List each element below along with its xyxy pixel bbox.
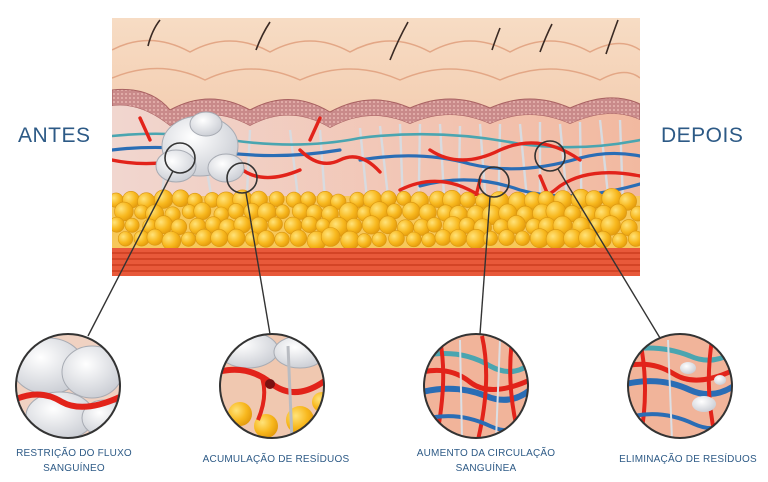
fat-cell	[378, 215, 398, 235]
fat-cell	[628, 230, 640, 247]
fat-cell	[274, 231, 290, 248]
fat-cell	[514, 230, 531, 246]
caption-line: ACUMULAÇÃO DE RESÍDUOS	[202, 454, 350, 465]
marker-3	[534, 140, 566, 172]
cross-section	[112, 18, 640, 276]
fat-cell	[600, 215, 621, 236]
caption-line: AUMENTO DA CIRCULAÇÃO	[416, 448, 556, 459]
fat-cell	[506, 215, 526, 234]
fat-cell	[371, 232, 387, 248]
after-label: DEPOIS	[661, 124, 744, 147]
muscle-layer	[112, 248, 640, 276]
zoom-circle-waste-elimination	[627, 333, 733, 439]
zoom-circle-restricted-flow	[15, 333, 121, 439]
caption-waste-elimination: ELIMINAÇÃO DE RESÍDUOS	[608, 452, 768, 467]
fat-cell	[124, 217, 140, 233]
caption-line: RESTRIÇÃO DO FLUXO	[16, 448, 132, 459]
fat-cell	[275, 204, 290, 219]
hairs	[147, 19, 619, 61]
caption-line: ELIMINAÇÃO DE RESÍDUOS	[619, 454, 757, 465]
fat-cell	[459, 191, 476, 208]
fat-cell	[356, 233, 372, 249]
fat-cell	[301, 215, 319, 233]
before-label: ANTES	[18, 124, 91, 147]
caption-restricted-flow: RESTRIÇÃO DO FLUXO SANGUÍNEO	[8, 446, 140, 476]
connector-3	[557, 168, 661, 339]
fat-cell	[406, 231, 422, 248]
zoom-circle-waste-accumulation	[219, 333, 325, 439]
fat-cell	[545, 229, 566, 250]
connector-lines	[87, 168, 661, 339]
connector-2	[479, 196, 491, 335]
fat-cell	[482, 230, 498, 246]
fat-cell	[117, 231, 134, 247]
fat-cell	[146, 228, 164, 246]
caption-line: SANGUÍNEO	[43, 463, 105, 474]
magnify-markers	[164, 140, 566, 198]
fat-cell	[257, 230, 275, 248]
fat-cell	[340, 230, 360, 250]
connector-0	[87, 170, 174, 337]
fat-cell	[498, 229, 515, 246]
fat-cell	[268, 191, 285, 207]
cellulite-cluster	[155, 111, 245, 183]
zoom-circle-increased-circulation	[423, 333, 529, 439]
fat-cell	[426, 217, 442, 233]
fat-cell	[421, 232, 437, 248]
fat-cell	[267, 216, 283, 232]
skin-cells	[112, 39, 640, 81]
fat-cell	[181, 231, 197, 247]
fat-cell	[388, 230, 405, 247]
marker-2	[478, 166, 510, 198]
connector-1	[245, 192, 271, 335]
fat-cells	[112, 188, 640, 251]
fat-cell	[361, 215, 381, 235]
fat-cell	[171, 189, 190, 208]
fat-cell	[112, 216, 125, 233]
fat-cell	[434, 229, 452, 246]
fat-cell	[193, 202, 212, 221]
marker-1	[226, 162, 258, 194]
fat-cell	[161, 231, 182, 251]
fat-cell	[114, 201, 134, 222]
caption-increased-circulation: AUMENTO DA CIRCULAÇÃO SANGUÍNEA	[404, 446, 568, 476]
fat-cell	[449, 229, 468, 247]
fat-cell	[227, 228, 246, 247]
fat-cell	[578, 228, 598, 248]
fat-cell	[612, 232, 628, 249]
fat-cell	[402, 202, 421, 221]
caption-line: SANGUÍNEA	[455, 463, 517, 474]
fat-cell	[195, 228, 213, 247]
fat-cell	[300, 191, 317, 208]
caption-waste-accumulation: ACUMULAÇÃO DE RESÍDUOS	[196, 452, 356, 467]
fat-cell	[289, 229, 308, 247]
marker-0	[164, 142, 196, 174]
fat-cell	[320, 227, 341, 247]
fat-cell	[630, 205, 640, 222]
fat-cell	[210, 229, 229, 247]
